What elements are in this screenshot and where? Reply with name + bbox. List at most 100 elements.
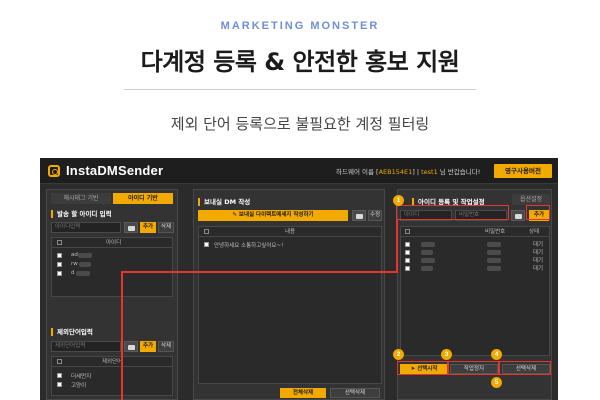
column-header: 내용 (285, 229, 296, 235)
masked-password (487, 242, 501, 247)
folder-icon (128, 345, 135, 350)
account-add-button[interactable]: 추가 (529, 210, 549, 221)
table-row[interactable]: rw (52, 260, 172, 269)
row-checkbox[interactable] (57, 382, 62, 387)
folder-icon (128, 226, 135, 231)
delete-all-button[interactable]: 전체삭제 (280, 388, 326, 398)
table-row[interactable]: d (52, 269, 172, 278)
row-checkbox[interactable] (57, 262, 62, 267)
step-badge-5: 5 (491, 377, 502, 388)
write-dm-button[interactable]: ✎ 보내실 다이렉트메세지 작성하기 (198, 210, 348, 221)
row-message: 안녕하세요 소통하고싶어요~! (214, 243, 284, 249)
masked-id (421, 258, 435, 263)
tab-options[interactable]: 옵션설정 (512, 194, 550, 205)
highlight-account-inputs (396, 205, 509, 220)
row-status: 대기 (533, 250, 544, 256)
delete-selected-account-button[interactable]: 선택삭제 (502, 364, 550, 374)
table-row[interactable]: 고양이 (52, 380, 172, 389)
row-status: 대기 (533, 242, 544, 248)
masked-password (487, 258, 501, 263)
table-header: 아이디 (52, 238, 172, 248)
target-section-title: 발송 할 아이디 입력 (51, 210, 112, 218)
step-badge-4: 4 (491, 349, 502, 360)
exclude-file-button[interactable] (124, 341, 138, 352)
target-delete-button[interactable]: 삭제 (158, 222, 174, 233)
exclude-add-button[interactable]: 추가 (140, 341, 156, 352)
table-row[interactable]: 대기 (401, 256, 549, 264)
select-all-checkbox[interactable] (57, 359, 62, 364)
step-badge-1: 1 (393, 195, 404, 206)
masked-text (78, 253, 92, 258)
masked-id (421, 266, 433, 271)
start-selected-button[interactable]: ➤ 선택시작 (400, 364, 448, 374)
tab-hashtag[interactable]: 해시태그 기반 (51, 193, 111, 204)
app-topbar: InstaDMSender 하드웨어 이름 [AEB154E1] | test1… (40, 158, 558, 184)
row-checkbox[interactable] (57, 373, 62, 378)
middle-panel: 보내실 DM 작성 ✎ 보내실 다이렉트메세지 작성하기 수정 내용 안녕하세요… (193, 189, 385, 400)
row-word: 더세먼지 (71, 374, 92, 380)
account-section-title: 아이디 등록 및 작업설정 (412, 198, 485, 206)
row-status: 대기 (533, 266, 544, 272)
account-table: 비밀번호 상태 대기 대기 대기 (400, 226, 550, 356)
target-file-button[interactable] (124, 222, 138, 233)
folder-icon (515, 214, 522, 219)
select-all-checkbox[interactable] (204, 229, 209, 234)
table-row[interactable]: 대기 (401, 248, 549, 256)
row-id: ad (71, 252, 78, 258)
row-checkbox[interactable] (405, 266, 410, 271)
column-header: 아이디 (106, 240, 122, 246)
masked-id (421, 250, 433, 255)
exclude-delete-button[interactable]: 삭제 (158, 341, 174, 352)
dm-file-button[interactable] (352, 210, 366, 221)
account-pw-input[interactable]: 비밀번호 (455, 210, 507, 221)
row-checkbox[interactable] (405, 258, 410, 263)
account-file-button[interactable] (511, 210, 525, 221)
select-all-checkbox[interactable] (405, 229, 410, 234)
app-logo: InstaDMSender (66, 163, 164, 178)
table-header: 제외단어 (52, 357, 172, 367)
account-id-input[interactable]: 아이디 (400, 210, 452, 221)
left-panel: 해시태그 기반 아이디 기반 발송 할 아이디 입력 아이디입력 추가 삭제 아… (46, 189, 178, 400)
select-all-checkbox[interactable] (57, 240, 62, 245)
user-info: 하드웨어 이름 [AEB154E1] | test1 님 반갑습니다! (336, 168, 481, 176)
table-header: 내용 (199, 227, 381, 237)
column-header-password: 비밀번호 (485, 229, 506, 235)
connector-line (121, 271, 398, 273)
exclude-word-table: 제외단어 더세먼지 고양이 (51, 356, 173, 396)
delete-selected-dm-button[interactable]: 선택삭제 (330, 388, 380, 398)
column-header-status: 상태 (529, 229, 540, 235)
row-id: d (71, 270, 75, 276)
stop-button[interactable]: 작업정지 (450, 364, 498, 374)
row-status: 대기 (533, 258, 544, 264)
column-header: 제외단어 (102, 359, 123, 365)
row-checkbox[interactable] (405, 250, 410, 255)
dm-edit-button[interactable]: 수정 (368, 210, 382, 221)
send-icon: ➤ (410, 366, 418, 372)
masked-password (487, 266, 501, 271)
row-checkbox[interactable] (204, 242, 209, 247)
masked-id (421, 242, 435, 247)
tab-id-based[interactable]: 아이디 기반 (113, 193, 173, 204)
row-checkbox[interactable] (57, 253, 62, 258)
target-add-button[interactable]: 추가 (140, 222, 156, 233)
row-checkbox[interactable] (405, 242, 410, 247)
highlight-start-button (397, 361, 448, 375)
row-checkbox[interactable] (57, 271, 62, 276)
dm-table: 내용 안녕하세요 소통하고싶어요~! (198, 226, 382, 384)
divider (124, 89, 476, 90)
username: test1 (421, 168, 438, 176)
target-id-input[interactable]: 아이디입력 (51, 222, 121, 233)
app-window: InstaDMSender 하드웨어 이름 [AEB154E1] | test1… (40, 158, 558, 400)
highlight-stop-button (448, 361, 499, 375)
table-row[interactable]: 더세먼지 (52, 371, 172, 380)
table-row[interactable]: 대기 (401, 264, 549, 272)
license-button[interactable]: 영구사용버전 (494, 164, 552, 178)
pencil-icon: ✎ (232, 212, 239, 218)
table-row[interactable]: 안녕하세요 소통하고싶어요~! (199, 240, 381, 249)
table-row[interactable]: 대기 (401, 240, 549, 248)
table-header: 비밀번호 상태 (401, 227, 549, 237)
step-badge-2: 2 (393, 349, 404, 360)
table-row[interactable]: ad (52, 251, 172, 260)
row-word: 고양이 (71, 383, 87, 389)
exclude-word-input[interactable]: 제외단어입력 (51, 341, 121, 352)
